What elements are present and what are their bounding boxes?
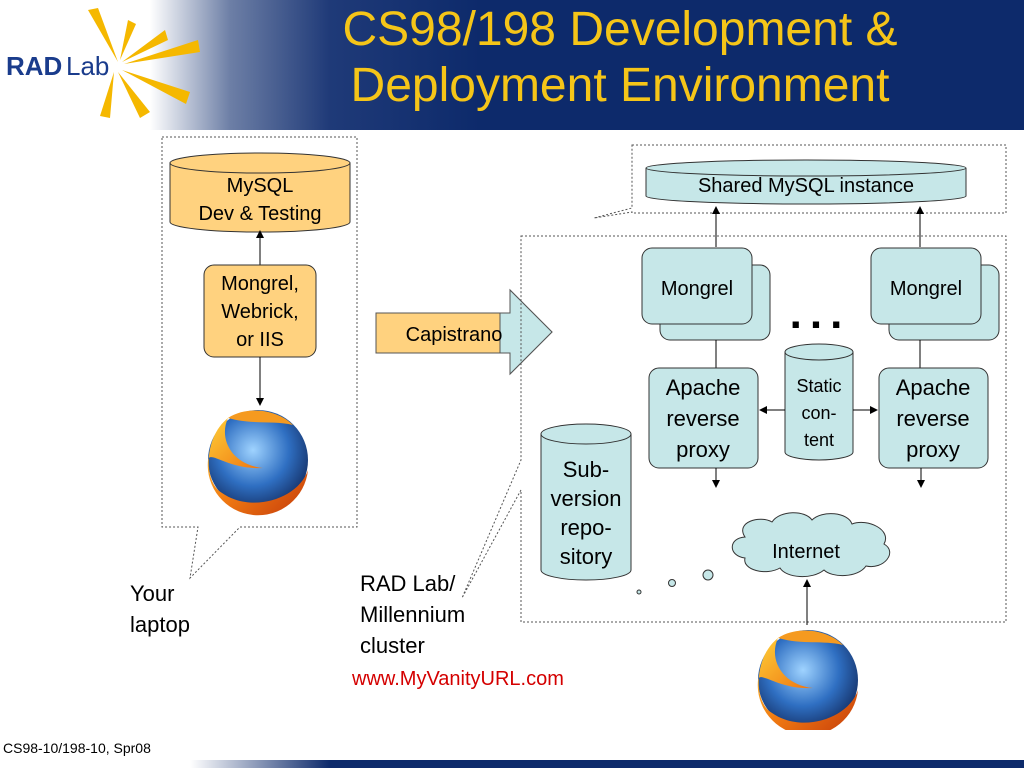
slide-header: RAD Lab CS98/198 Development & Deploymen…	[0, 0, 1024, 130]
cluster-caption-2: Millennium	[360, 602, 465, 627]
static-label-3: tent	[804, 430, 834, 450]
mongrel-left: Mongrel	[641, 247, 771, 341]
apache-right: Apache reverse proxy	[878, 367, 989, 469]
laptop-callout	[161, 136, 358, 580]
local-server-box: Mongrel, Webrick, or IIS	[203, 264, 317, 358]
logo-text-lab: Lab	[66, 51, 109, 81]
footer-bar	[0, 760, 1024, 768]
svn-label-2: version	[551, 486, 622, 511]
logo-text-rad: RAD	[6, 51, 62, 81]
apache-left-label-2: reverse	[666, 406, 739, 431]
cluster-caption-1: RAD Lab/	[360, 571, 456, 596]
mongrel-left-label: Mongrel	[661, 278, 733, 300]
local-server-label-1: Mongrel,	[221, 273, 299, 295]
local-server-label-2: Webrick,	[221, 301, 298, 323]
architecture-diagram: MySQL Dev & Testing Mongrel, Webrick, or…	[130, 136, 1007, 730]
ellipsis: ...	[790, 289, 851, 338]
firefox-icon	[207, 410, 308, 516]
laptop-caption-1: Your	[130, 581, 174, 606]
svn-label-3: repo-	[560, 515, 611, 540]
vanity-url-link[interactable]: www.MyVanityURL.com	[352, 668, 564, 690]
apache-left-label-3: proxy	[676, 437, 730, 462]
svn-label-4: sitory	[560, 544, 613, 569]
static-label-2: con-	[801, 403, 836, 423]
rad-lab-logo: RAD Lab	[6, 8, 200, 118]
capistrano-arrow: Capistrano	[375, 288, 553, 376]
shared-db-callout	[593, 144, 1007, 219]
cluster-callout	[461, 235, 1007, 623]
slide-title: CS98/198 Development & Deployment Enviro…	[230, 2, 1010, 114]
title-line-2: Deployment Environment	[350, 59, 890, 112]
laptop-caption-2: laptop	[130, 612, 190, 637]
thought-bubbles	[636, 569, 714, 595]
apache-right-label-3: proxy	[906, 437, 960, 462]
static-content-db: Static con- tent	[784, 343, 854, 461]
apache-left: Apache reverse proxy	[648, 367, 759, 469]
cluster-caption-3: cluster	[360, 633, 425, 658]
mongrel-right: Mongrel	[870, 247, 1000, 341]
subversion-repo: Sub- version repo- sitory	[540, 423, 632, 581]
internet-label: Internet	[772, 541, 840, 563]
mongrel-right-label: Mongrel	[890, 278, 962, 300]
static-label-1: Static	[796, 376, 841, 396]
firefox-icon	[757, 630, 858, 730]
apache-right-label-2: reverse	[896, 406, 969, 431]
apache-right-label-1: Apache	[896, 375, 971, 400]
title-line-1: CS98/198 Development &	[342, 3, 898, 56]
mysql-dev-db: MySQL Dev & Testing	[169, 152, 351, 233]
footer-text: CS98-10/198-10, Spr08	[3, 740, 151, 756]
mysql-dev-label-1: MySQL	[227, 175, 294, 197]
shared-mysql-db: Shared MySQL instance	[645, 159, 967, 205]
apache-left-label-1: Apache	[666, 375, 741, 400]
shared-mysql-label: Shared MySQL instance	[698, 175, 914, 197]
capistrano-label: Capistrano	[406, 324, 503, 346]
internet-cloud: Internet	[731, 512, 891, 577]
sunburst-icon	[88, 8, 200, 118]
svn-label-1: Sub-	[563, 457, 609, 482]
mysql-dev-label-2: Dev & Testing	[198, 203, 321, 225]
local-server-label-3: or IIS	[236, 329, 284, 351]
